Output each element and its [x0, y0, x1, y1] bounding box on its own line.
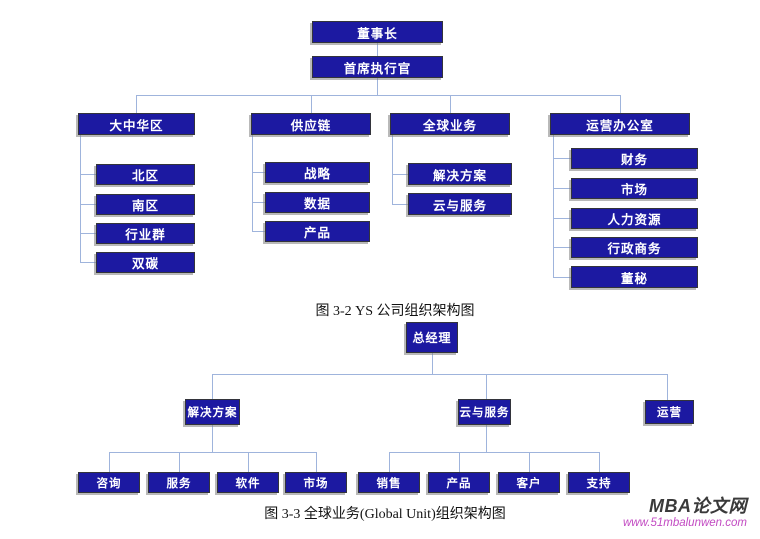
org-node-supply-chain: 供应链: [251, 113, 371, 135]
org-node-human-resources: 人力资源: [571, 208, 698, 229]
org-node-general-manager: 总经理: [406, 322, 458, 353]
connector: [316, 452, 317, 472]
org-node-product: 产品: [265, 221, 370, 242]
connector: [377, 43, 378, 56]
org-node-industry-group: 行业群: [96, 223, 195, 244]
org-node-services: 服务: [148, 472, 210, 493]
connector: [109, 452, 316, 453]
org-node-cloud-services-unit: 云与服务: [458, 399, 511, 425]
connector: [432, 353, 433, 374]
connector: [553, 218, 571, 219]
connector: [392, 135, 393, 204]
connector: [80, 204, 96, 205]
org-node-support: 支持: [568, 472, 630, 493]
connector: [252, 135, 253, 231]
connector: [553, 188, 571, 189]
connector: [80, 233, 96, 234]
org-node-global-business: 全球业务: [390, 113, 510, 135]
connector: [80, 174, 96, 175]
org-node-market: 市场: [285, 472, 347, 493]
org-node-ceo: 首席执行官: [312, 56, 443, 78]
org-node-dual-carbon: 双碳: [96, 252, 195, 273]
connector: [252, 231, 265, 232]
org-node-north-region: 北区: [96, 164, 195, 185]
connector: [599, 452, 600, 472]
org-node-board-secretary: 董秘: [571, 266, 698, 288]
figure1-caption: 图 3-2 YS 公司组织架构图: [315, 304, 475, 319]
connector: [389, 452, 390, 472]
watermark-site-name: MBA论文网: [649, 496, 747, 516]
connector: [553, 135, 554, 277]
org-node-solutions: 解决方案: [408, 163, 512, 185]
connector: [459, 452, 460, 472]
figure2-caption: 图 3-3 全球业务(Global Unit)组织架构图: [264, 507, 506, 522]
org-node-cloud-services: 云与服务: [408, 193, 512, 215]
watermark-site-url: www.51mbalunwen.com: [622, 516, 747, 529]
connector: [179, 452, 180, 472]
connector: [212, 425, 213, 452]
connector: [252, 172, 265, 173]
connector: [553, 158, 571, 159]
connector: [136, 95, 620, 96]
connector: [80, 262, 96, 263]
connector: [486, 425, 487, 452]
org-node-finance: 财务: [571, 148, 698, 169]
connector: [553, 247, 571, 248]
connector: [620, 95, 621, 113]
connector: [212, 374, 668, 375]
connector: [450, 95, 451, 113]
org-node-strategy: 战略: [265, 162, 370, 183]
org-node-south-region: 南区: [96, 194, 195, 215]
connector: [553, 277, 571, 278]
watermark: MBA论文网 www.51mbalunwen.com: [622, 496, 747, 529]
org-node-operations-office: 运营办公室: [550, 113, 690, 135]
org-node-marketing: 市场: [571, 178, 698, 199]
connector: [248, 452, 249, 472]
org-node-chairman: 董事长: [312, 21, 443, 43]
connector: [109, 452, 110, 472]
org-node-greater-china: 大中华区: [78, 113, 195, 135]
connector: [252, 202, 265, 203]
org-node-data: 数据: [265, 192, 370, 213]
org-node-customer: 客户: [498, 472, 560, 493]
connector: [392, 174, 408, 175]
org-node-admin-business: 行政商务: [571, 237, 698, 258]
connector: [136, 95, 137, 113]
connector: [212, 374, 213, 399]
connector: [392, 204, 408, 205]
org-node-sales: 销售: [358, 472, 420, 493]
org-node-consulting: 咨询: [78, 472, 140, 493]
connector: [377, 78, 378, 95]
connector: [529, 452, 530, 472]
org-node-software: 软件: [217, 472, 279, 493]
org-node-operations: 运营: [645, 400, 694, 424]
connector: [389, 452, 599, 453]
connector: [80, 135, 81, 263]
connector: [311, 95, 312, 113]
connector: [667, 374, 668, 401]
connector: [486, 374, 487, 399]
org-node-solutions-unit: 解决方案: [185, 399, 240, 425]
org-node-product-unit: 产品: [428, 472, 490, 493]
